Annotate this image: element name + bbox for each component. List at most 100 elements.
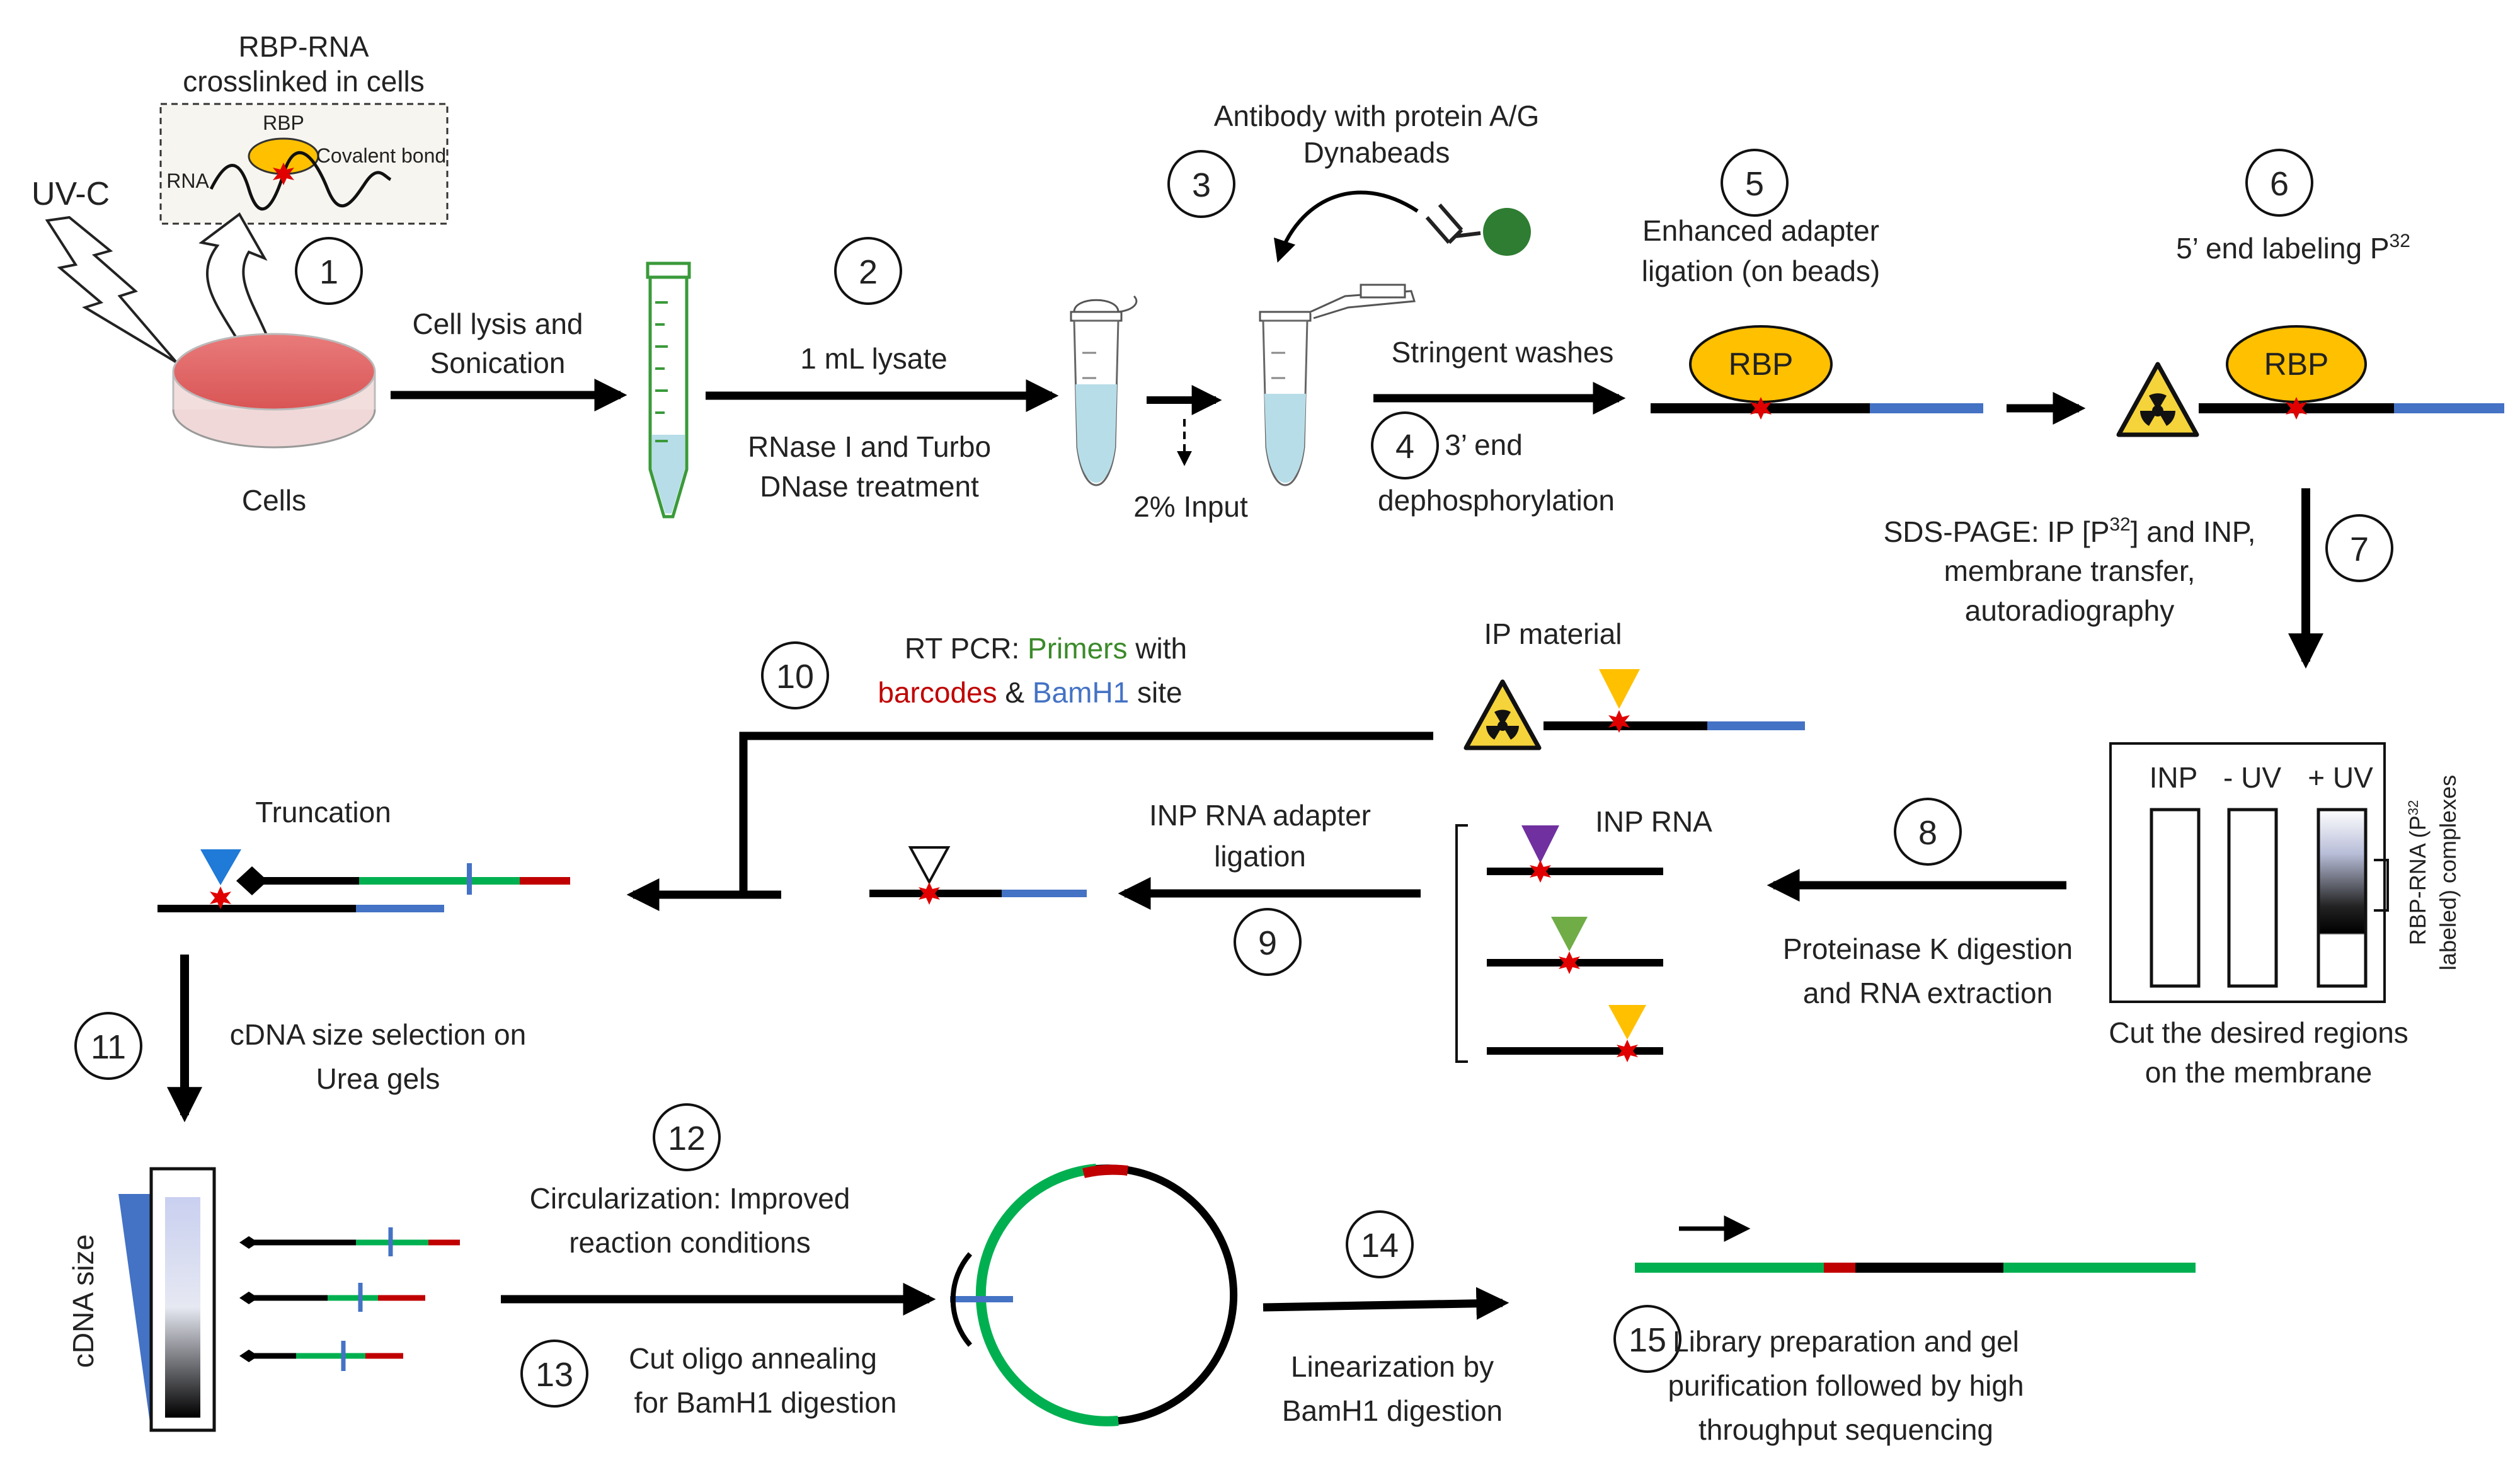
release-arrow-icon xyxy=(198,212,278,366)
size-label-2: Urea gels xyxy=(316,1062,440,1095)
lib-label-1: Library preparation and gel xyxy=(1673,1325,2019,1358)
linear-label-2: BamH1 digestion xyxy=(1282,1394,1503,1427)
inp-ligated-marker xyxy=(908,846,951,885)
washes-label: Stringent washes xyxy=(1392,336,1614,369)
circ-label-2: reaction conditions xyxy=(569,1226,811,1259)
uvc-label: UV-C xyxy=(32,176,110,212)
cdna-end-diamond xyxy=(236,866,268,895)
uv-lightning-icon xyxy=(45,215,178,364)
cut-oligo-label-1: Cut oligo annealing xyxy=(629,1342,877,1375)
labeled-rbp-label: RBP xyxy=(2264,347,2329,382)
inset-title-1: RBP-RNA xyxy=(238,30,369,63)
step-15-library: 15 Library preparation and gel purificat… xyxy=(1613,1215,2196,1446)
cut-label-2: on the membrane xyxy=(2145,1056,2373,1089)
step-5-badge xyxy=(1721,149,1789,217)
step-6-labeling: 6 5’ end labeling P32 RBP xyxy=(2116,149,2504,437)
truncation-marker xyxy=(200,849,241,885)
step-11-number: 11 xyxy=(91,1028,126,1066)
lane-plus-uv-label: + UV xyxy=(2308,761,2373,794)
lane-inp-label: INP xyxy=(2150,761,2198,794)
lib-label-3: throughput sequencing xyxy=(1698,1413,1993,1446)
adapter-label-1: Enhanced adapter xyxy=(1642,214,1879,247)
step-3-badge xyxy=(1167,150,1235,218)
radioactive-hazard-icon-2 xyxy=(1463,679,1542,750)
inset-rna-label: RNA xyxy=(166,169,209,192)
lane-minus-uv xyxy=(2227,808,2278,988)
membrane-gel: INP - UV + UV RBP-RNA (P32 labeled) comp… xyxy=(2109,742,2461,1089)
prot-label-1: Proteinase K digestion xyxy=(1783,932,2073,965)
step-2-number: 2 xyxy=(859,253,878,291)
step-8-number: 8 xyxy=(1918,814,1937,852)
tubes-stage: 2% Input xyxy=(1070,284,1416,523)
step-4-number: 4 xyxy=(1395,428,1414,466)
inset-rbp-label: RBP xyxy=(263,112,304,134)
step-7-sds-page: SDS-PAGE: IP [P32] and INP, membrane tra… xyxy=(1884,488,2393,669)
size-fragment-2 xyxy=(239,1283,425,1312)
antibody-label-1: Antibody with protein A/G xyxy=(1214,100,1540,132)
step-5-adapter-ligation: 5 Enhanced adapter ligation (on beads) R… xyxy=(1642,149,2086,425)
step-3-ip: Antibody with protein A/G Dynabeads 3 xyxy=(1167,100,1540,263)
circular-barcode xyxy=(1082,1164,1128,1178)
step-12-badge xyxy=(653,1103,721,1171)
step-2-badge xyxy=(834,237,902,305)
inp-rna-2-marker xyxy=(1551,917,1588,951)
prot-label-2: and RNA extraction xyxy=(1803,977,2053,1009)
step-1-number: 1 xyxy=(319,253,338,291)
step-4-washes: Stringent washes 4 3’ end dephosphorylat… xyxy=(1371,336,1626,517)
step-11-badge xyxy=(74,1012,142,1080)
inset-title-2: crosslinked in cells xyxy=(183,65,424,98)
circular-cdna-green xyxy=(975,1164,1119,1426)
urea-gel-lane xyxy=(165,1197,200,1418)
oligo-bracket xyxy=(950,1252,973,1347)
lysate-label: 1 mL lysate xyxy=(800,342,948,375)
step-1-crosslinking: RBP-RNA crosslinked in cells RBP RNA Cov… xyxy=(32,30,449,517)
step-10-rt-pcr: IP material 10 RT PCR: Primers with barc… xyxy=(626,617,1805,911)
complex-label-1: RBP-RNA (P32 xyxy=(2405,800,2431,946)
step-11-size-selection: 11 cDNA size selection on Urea gels cDNA… xyxy=(67,955,526,1432)
eppendorf-tube-1-icon xyxy=(1070,295,1138,486)
step-10-badge xyxy=(761,641,829,709)
complex-label-2: labeled) complexes xyxy=(2435,775,2461,970)
step-7-badge xyxy=(2325,514,2393,582)
inp-lig-label-2: ligation xyxy=(1214,840,1306,873)
truncation-stage: Truncation xyxy=(158,796,570,912)
step-6-badge xyxy=(2245,149,2313,217)
step-15-badge xyxy=(1613,1305,1681,1373)
cdna-size-label: cDNA size xyxy=(67,1234,100,1368)
antibody-add-arrow xyxy=(1274,190,1419,263)
step-12-13-circularization: 12 Circularization: Improved reaction co… xyxy=(501,1103,1238,1426)
inset-rna-strand xyxy=(209,151,392,211)
radioactive-hazard-icon-1 xyxy=(2116,362,2199,437)
cut-oligo-label-2: for BamH1 digestion xyxy=(634,1386,897,1419)
lane-minus-uv-label: - UV xyxy=(2223,761,2281,794)
size-label-1: cDNA size selection on xyxy=(230,1018,526,1051)
step-9-badge xyxy=(1234,908,1302,976)
rt-label-2: barcodes & BamH1 site xyxy=(878,676,1182,709)
inset-box: RBP-RNA crosslinked in cells RBP RNA Cov… xyxy=(159,30,449,225)
inp-rna-3-marker xyxy=(1608,1005,1646,1040)
input-label: 2% Input xyxy=(1133,490,1248,523)
rt-label-1: RT PCR: Primers with xyxy=(905,632,1187,665)
inset-bond-label: Covalent bond xyxy=(316,144,446,167)
step-5-number: 5 xyxy=(1745,165,1764,203)
size-fragment-3 xyxy=(239,1341,403,1371)
inp-rna-1-marker xyxy=(1521,825,1559,863)
labeling-label: 5’ end labeling P32 xyxy=(2176,231,2410,265)
cell-dish-icon xyxy=(172,333,376,449)
step-6-number: 6 xyxy=(2270,165,2289,203)
step-1-badge xyxy=(295,237,363,305)
step-14-linearization: 14 Linearization by BamH1 digestion xyxy=(1263,1210,1509,1427)
rnase-label-2: DNase treatment xyxy=(760,470,979,503)
step-14-badge xyxy=(1346,1210,1414,1278)
inp-lig-label-1: INP RNA adapter xyxy=(1149,799,1371,832)
sds-label-1: SDS-PAGE: IP [P32] and INP, xyxy=(1884,514,2256,548)
step-10-number: 10 xyxy=(776,658,814,696)
lane-plus-uv xyxy=(2317,808,2368,988)
step-7-number: 7 xyxy=(2350,531,2369,568)
sds-label-2: membrane transfer, xyxy=(1944,554,2196,587)
cut-label-1: Cut the desired regions xyxy=(2109,1016,2408,1049)
antibody-label-2: Dynabeads xyxy=(1303,136,1450,169)
lib-label-2: purification followed by high xyxy=(1668,1369,2024,1402)
step-9-inp-ligation: INP RNA adapter ligation 9 xyxy=(869,799,1421,976)
